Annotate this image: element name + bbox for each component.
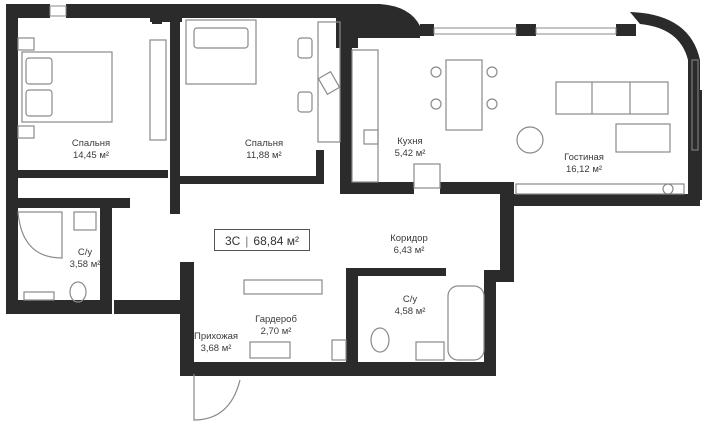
apartment-type: 3С — [224, 234, 241, 248]
room-label-bathroom-2: С/у 4,58 м² — [395, 294, 426, 318]
room-area: 6,43 м² — [393, 245, 425, 256]
room-name: С/у — [77, 247, 93, 258]
room-name: Спальня — [244, 138, 284, 149]
room-label-corridor: Коридор 6,43 м² — [390, 233, 428, 257]
room-name: С/у — [402, 294, 418, 305]
room-label-bathroom-1: С/у 3,58 м² — [70, 247, 101, 271]
apartment-summary-badge: 3С | 68,84 м² — [214, 229, 310, 251]
windows — [49, 5, 699, 151]
room-area: 3,58 м² — [69, 259, 101, 270]
room-area: 3,68 м² — [200, 343, 232, 354]
room-area: 4,58 м² — [394, 306, 426, 317]
room-label-hallway: Прихожая 3,68 м² — [194, 331, 238, 355]
room-name: Коридор — [390, 233, 428, 244]
room-area: 11,88 м² — [246, 150, 282, 161]
apartment-total-area: 68,84 м² — [253, 234, 300, 248]
room-name: Гостиная — [564, 152, 604, 163]
room-label-wardrobe: Гардероб 2,70 м² — [255, 314, 297, 338]
room-name: Спальня — [71, 138, 111, 149]
furniture — [17, 19, 685, 421]
room-name: Кухня — [397, 136, 423, 147]
room-label-bedroom-2: Спальня 11,88 м² — [245, 138, 283, 162]
room-name: Гардероб — [255, 314, 297, 325]
room-area: 5,42 м² — [394, 148, 426, 159]
walls — [6, 4, 702, 376]
room-name: Прихожая — [193, 331, 239, 342]
room-label-bedroom-1: Спальня 14,45 м² — [72, 138, 110, 162]
room-area: 2,70 м² — [260, 326, 292, 337]
room-label-living-room: Гостиная 16,12 м² — [564, 152, 604, 176]
room-label-kitchen: Кухня 5,42 м² — [395, 136, 426, 160]
room-area: 16,12 м² — [565, 164, 603, 175]
separator: | — [245, 234, 249, 248]
room-area: 14,45 м² — [72, 150, 110, 161]
